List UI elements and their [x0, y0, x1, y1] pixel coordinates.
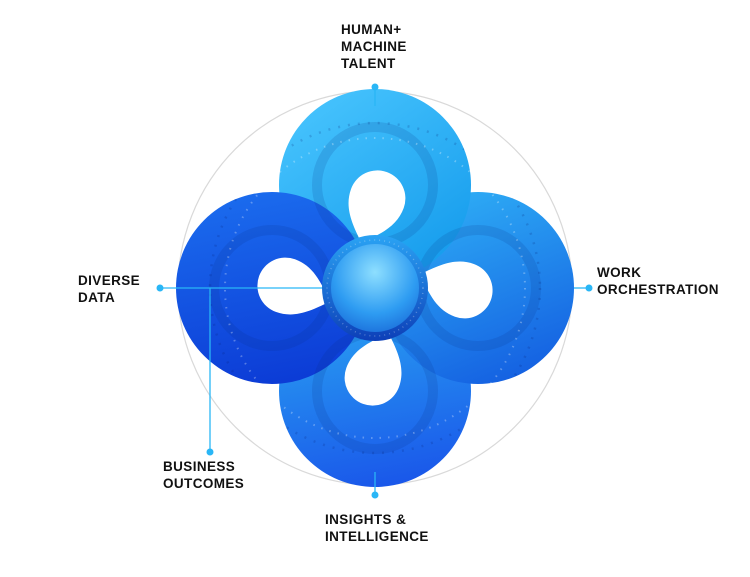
label-line: MACHINE: [341, 39, 407, 54]
connector-dot-left: [156, 284, 164, 292]
label-line: INSIGHTS &: [325, 512, 407, 527]
label-line: DATA: [78, 290, 116, 305]
connector-dot-right: [585, 284, 593, 292]
connector-dot-business: [206, 448, 214, 456]
label-line: WORK: [597, 265, 642, 280]
connector-dot-top: [371, 83, 379, 91]
label-line: INTELLIGENCE: [325, 529, 429, 544]
label-line: ORCHESTRATION: [597, 282, 719, 297]
label-human-machine-talent: HUMAN+ MACHINE TALENT: [341, 21, 407, 72]
label-line: HUMAN+: [341, 22, 402, 37]
label-line: BUSINESS: [163, 459, 236, 474]
label-line: TALENT: [341, 56, 396, 71]
label-work-orchestration: WORK ORCHESTRATION: [597, 264, 719, 298]
connector-dot-bottom: [371, 491, 379, 499]
label-line: OUTCOMES: [163, 476, 245, 491]
connector-dots: [156, 83, 593, 499]
label-line: DIVERSE: [78, 273, 141, 288]
label-diverse-data: DIVERSE DATA: [78, 272, 140, 306]
center-hub: [322, 235, 428, 341]
label-insights-intelligence: INSIGHTS & INTELLIGENCE: [325, 511, 429, 545]
label-business-outcomes: BUSINESS OUTCOMES: [163, 458, 244, 492]
